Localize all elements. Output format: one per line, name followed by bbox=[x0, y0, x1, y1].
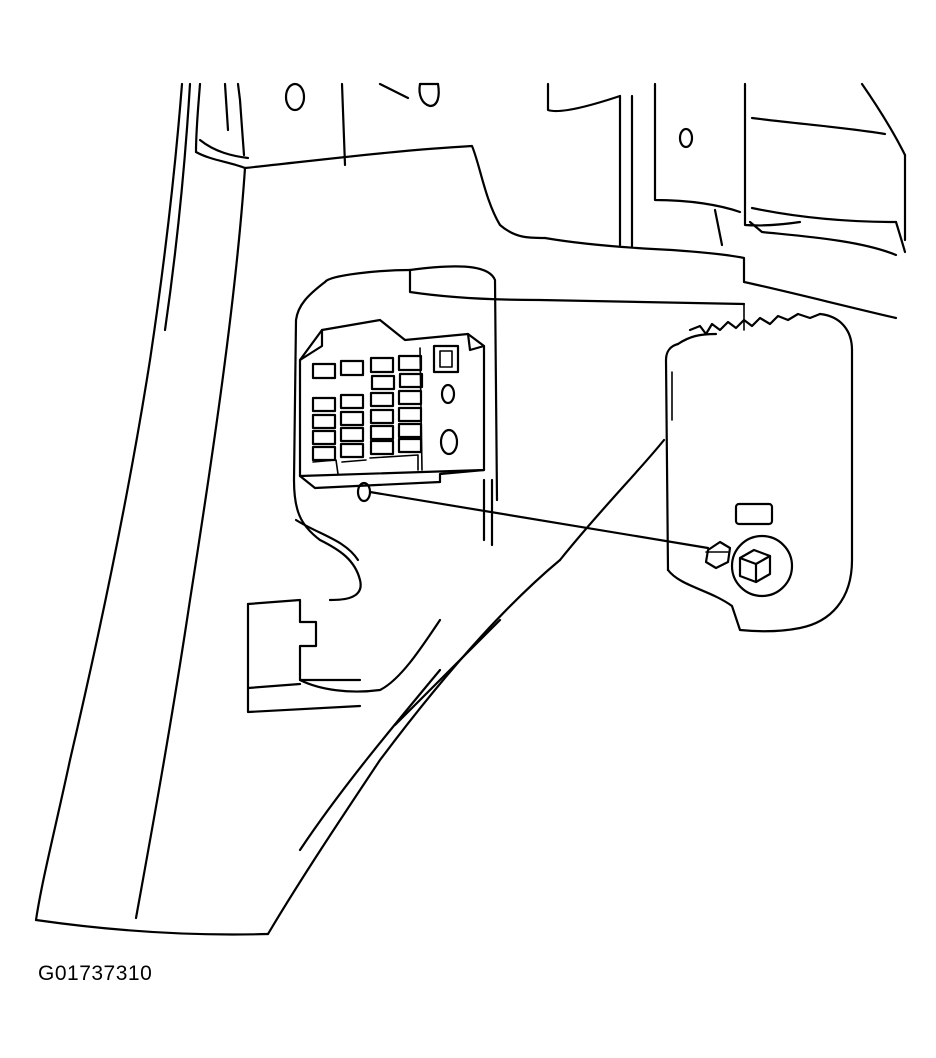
fuse-block bbox=[298, 318, 486, 503]
kick-panel-trim bbox=[34, 82, 898, 936]
fuse-row-4 bbox=[311, 406, 423, 430]
explode-lines bbox=[368, 303, 745, 562]
upper-dash-structure bbox=[223, 82, 907, 257]
fuse-row-2 bbox=[370, 372, 424, 391]
fuse-panel-cover bbox=[664, 312, 854, 633]
fuse-row-6 bbox=[311, 437, 423, 462]
fuse-block-opening bbox=[292, 265, 746, 602]
fuse-row-5 bbox=[311, 422, 423, 446]
lower-bracket bbox=[246, 598, 442, 714]
fuse-row-1 bbox=[311, 354, 423, 380]
fuse-row-3 bbox=[311, 389, 423, 413]
figure-id-label: G01737310 bbox=[38, 962, 153, 985]
